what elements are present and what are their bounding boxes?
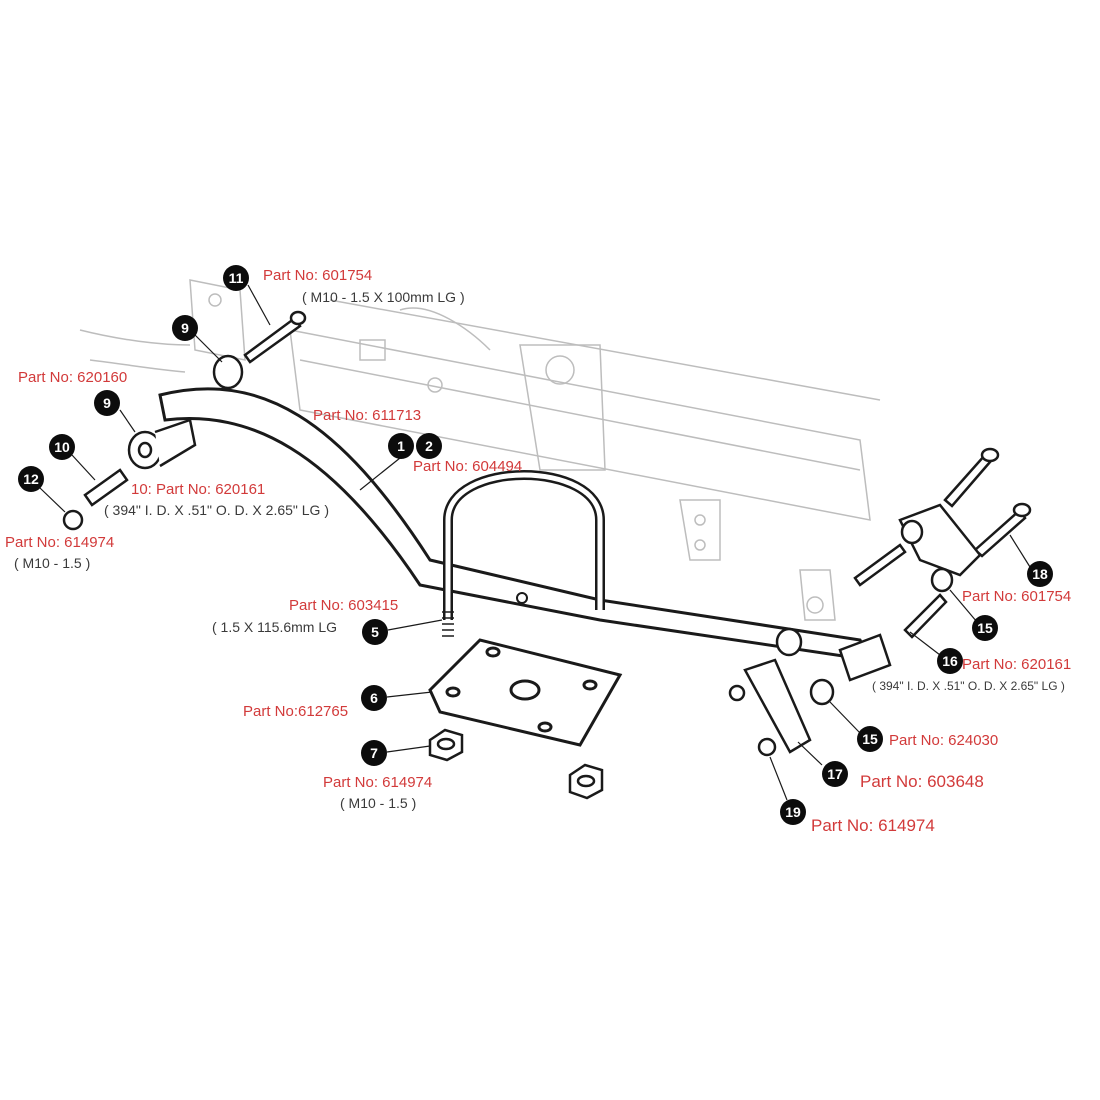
label-spec-bushing-right: ( 394" I. D. X .51" O. D. X 2.65" LG )	[872, 679, 1065, 693]
callout-19: 19	[780, 799, 806, 825]
callout-17: 17	[822, 761, 848, 787]
label-part-620161-right: Part No: 620161	[962, 656, 1072, 673]
label-part-614974-center: Part No: 614974	[323, 774, 433, 791]
nut-lower	[568, 763, 604, 800]
label-spec-115mm: ( 1.5 X 115.6mm LG	[212, 619, 338, 635]
callout-2: 2	[416, 433, 442, 459]
callout-5: 5	[362, 619, 388, 645]
callout-15: 15	[972, 615, 998, 641]
nut-center	[428, 728, 464, 762]
frame-background	[79, 279, 881, 621]
callout-10: 10	[49, 434, 75, 460]
callout-6: 6	[361, 685, 387, 711]
label-part-614974-bottom: Part No: 614974	[811, 816, 935, 835]
callout-12: 12	[18, 466, 44, 492]
label-part-624030: Part No: 624030	[889, 732, 999, 749]
u-bolt-thread	[442, 611, 454, 637]
label-spec-m10-left: ( M10 - 1.5 )	[14, 555, 91, 571]
label-part-603648: Part No: 603648	[860, 772, 984, 791]
label-part-614974-left: Part No: 614974	[5, 534, 115, 551]
label-part-620160: Part No: 620160	[18, 369, 128, 386]
right-hardware	[728, 447, 1032, 757]
label-part-612765: Part No:612765	[243, 703, 349, 720]
label-part-603415: Part No: 603415	[289, 597, 399, 614]
callout-1: 1	[388, 433, 414, 459]
label-part-601754-top: Part No: 601754	[263, 267, 373, 284]
label-spec-m10-100mm: ( M10 - 1.5 X 100mm LG )	[302, 289, 465, 305]
callout-11: 11	[223, 265, 249, 291]
callout-16: 16	[937, 648, 963, 674]
label-part-601754-right: Part No: 601754	[962, 588, 1072, 605]
label-spec-m10-center: ( M10 - 1.5 )	[340, 795, 417, 811]
spring-plate	[428, 638, 623, 747]
label-part-611713: Part No: 611713	[313, 407, 422, 424]
callout-9-lower: 9	[94, 390, 120, 416]
callout-7: 7	[361, 740, 387, 766]
label-part-604494: Part No: 604494	[413, 458, 523, 475]
callout-18: 18	[1027, 561, 1053, 587]
callout-9: 9	[172, 315, 198, 341]
callout-15-lower: 15	[857, 726, 883, 752]
top-bolt	[243, 310, 307, 364]
label-spec-bushing-left: ( 394" I. D. X .51" O. D. X 2.65" LG )	[104, 502, 329, 518]
leader-lines	[39, 284, 1031, 801]
label-part-620161-left: 10: Part No: 620161	[131, 481, 266, 498]
left-hardware	[62, 354, 244, 531]
